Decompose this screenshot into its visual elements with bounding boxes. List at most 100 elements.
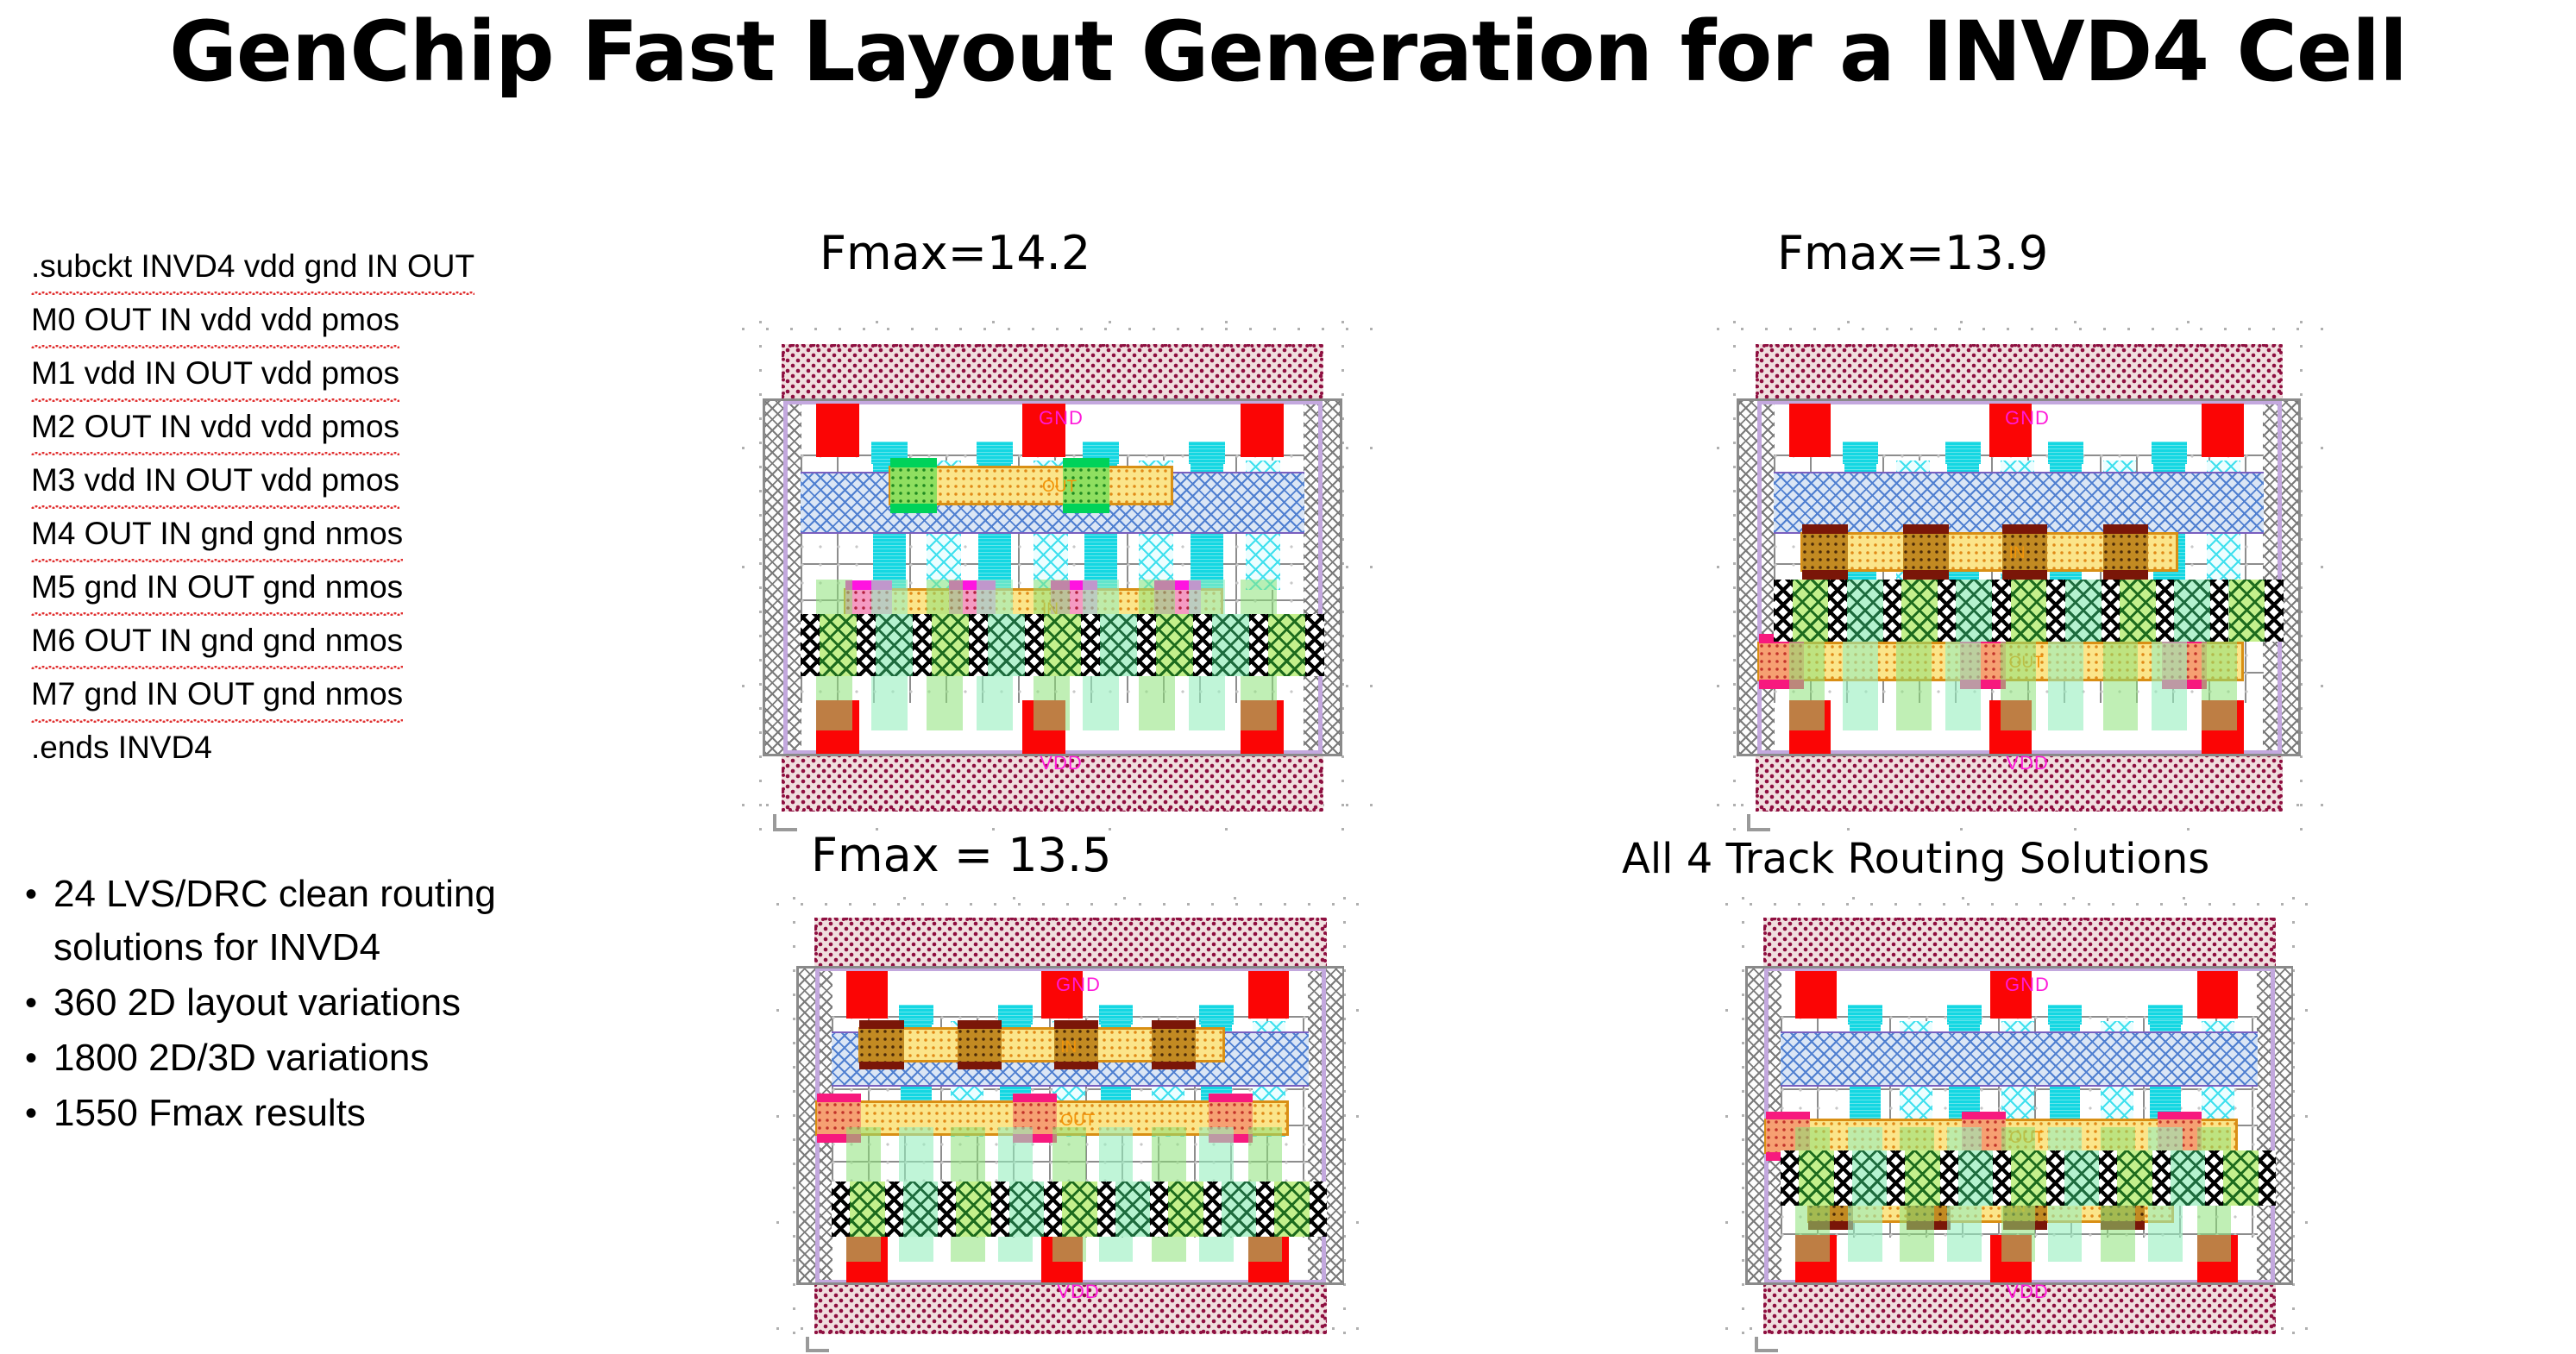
contact-cap-top: [1152, 1020, 1197, 1030]
poly-gate: [1833, 1150, 1852, 1207]
netlist-line: M2 OUT IN vdd vdd pmos: [31, 400, 687, 455]
cell-outline-right: [1321, 968, 1326, 1283]
pin-label-upper: IN: [2008, 544, 2026, 562]
power-contact-gnd: [1041, 970, 1083, 1019]
diffusion-finger: [1115, 1181, 1151, 1237]
contact-cap-bottom: [890, 504, 937, 513]
poly-gate: [2210, 580, 2229, 642]
implant-band: [1781, 1031, 2258, 1087]
diffusion-finger: [2170, 1150, 2206, 1207]
poly-gate: [2045, 1150, 2064, 1207]
contact-cap-top: [1962, 1111, 2007, 1120]
measure-tick-col: [2300, 321, 2303, 834]
pin-label-upper: OUT: [1042, 478, 1078, 496]
layout-view-fmax-142[interactable]: GNDVDDOUTIN: [742, 321, 1380, 834]
diffusion-finger: [1044, 614, 1081, 676]
poly-gate: [2099, 1150, 2118, 1207]
page-title: GenChip Fast Layout Generation for a INV…: [169, 3, 2408, 100]
ruler-origin-mark: [773, 814, 797, 831]
bullet-marker-icon: •: [24, 984, 37, 1022]
poly-gate: [2205, 1150, 2223, 1207]
power-contact-gnd: [2202, 404, 2245, 457]
poly-gate: [1781, 1150, 1800, 1207]
contact-cap-top: [845, 580, 892, 590]
diffusion-finger: [1100, 614, 1137, 676]
diffusion-finger: [2064, 580, 2102, 642]
contact-body: [817, 1101, 862, 1135]
diffusion-finger: [1799, 1150, 1834, 1207]
diffusion-finger: [1008, 1181, 1045, 1237]
contact-body: [1152, 1029, 1197, 1062]
poly-gate: [2155, 580, 2175, 642]
diffusion-finger: [988, 614, 1025, 676]
poly-gate: [2101, 580, 2120, 642]
power-contact-gnd: [846, 970, 888, 1019]
poly-gate: [1025, 614, 1044, 676]
cell-outline-right: [1318, 401, 1323, 754]
contact-body: [958, 1029, 1002, 1062]
poly-gate: [1096, 1181, 1115, 1237]
rail-label-gnd: GND: [2005, 974, 2050, 996]
contact-cap-top: [1051, 580, 1097, 590]
poly-gate: [1939, 1150, 1958, 1207]
list-item: • 360 2D layout variations: [9, 976, 768, 1030]
rail-label-gnd: GND: [2005, 407, 2050, 429]
poly-gate: [1044, 1181, 1063, 1237]
contact-cap-top: [2102, 524, 2149, 534]
diffusion-finger: [1792, 580, 1829, 642]
contact-cap-bottom: [1013, 1134, 1058, 1144]
contact-body: [1903, 534, 1949, 570]
measure-tick-row: [1717, 328, 2338, 330]
bullet-marker-icon: •: [24, 875, 37, 913]
diffusion-finger: [2223, 1150, 2259, 1207]
diffusion-finger: [1846, 580, 1883, 642]
via-pad-top: [1199, 1004, 1234, 1025]
contact-cap-top: [1013, 1094, 1058, 1102]
netlist-line: M3 vdd IN OUT vdd pmos: [31, 454, 687, 509]
contact-cap-top: [817, 1094, 862, 1102]
measure-tick-row: [1725, 903, 2329, 906]
contact-cap-bottom: [817, 1134, 862, 1144]
contact-cap-bottom: [1152, 1061, 1197, 1070]
poly-gate: [1309, 1181, 1328, 1237]
power-contact-gnd: [816, 404, 859, 457]
diffusion-finger: [820, 614, 857, 676]
poly-gate: [1150, 1181, 1169, 1237]
cell-outline-top: [783, 401, 1323, 404]
poly-gate: [1937, 580, 1957, 642]
contact-body: [1063, 467, 1109, 504]
poly-gate: [1882, 580, 1902, 642]
contact-cap-top: [1209, 1094, 1253, 1102]
poly-gate: [2258, 1150, 2277, 1207]
measure-tick-col: [1343, 897, 1347, 1354]
diffusion-finger: [2011, 1150, 2046, 1207]
layout-view-all-4-track[interactable]: GNDVDDOUTIN: [1725, 897, 2329, 1354]
via-pad-top: [898, 1004, 933, 1025]
rail-label-vdd: VDD: [1040, 752, 1083, 774]
diffusion-finger: [1212, 614, 1249, 676]
diffusion-finger: [1851, 1150, 1888, 1207]
netlist-text: M6 OUT IN gnd gnd nmos: [31, 614, 404, 669]
contact-cap-top: [1766, 1111, 1811, 1120]
rail-label-vdd: VDD: [1057, 1281, 1100, 1303]
poly-gate: [832, 1181, 851, 1237]
contact-cap-bottom: [2001, 570, 2048, 580]
contact-cap-top: [958, 1020, 1002, 1030]
poly-gate: [1992, 580, 2011, 642]
netlist-text: .subckt INVD4 vdd gnd IN OUT: [31, 240, 475, 295]
via-pad-top: [1847, 1004, 1882, 1025]
measure-tick-row: [776, 903, 1380, 906]
contact-body: [1053, 1029, 1098, 1062]
netlist-text: M0 OUT IN vdd vdd pmos: [31, 293, 400, 348]
rail-label-vdd: VDD: [2006, 752, 2049, 774]
contact-cap-bottom: [1053, 1061, 1098, 1070]
poly-gate: [1203, 1181, 1222, 1237]
diffusion-finger: [2064, 1150, 2100, 1207]
diffusion-finger: [2228, 580, 2265, 642]
netlist-text: M5 gnd IN OUT gnd nmos: [31, 561, 404, 616]
netlist-line: M0 OUT IN vdd vdd pmos: [31, 293, 687, 348]
contact-cap-top: [890, 458, 937, 467]
poly-gate: [801, 614, 820, 676]
